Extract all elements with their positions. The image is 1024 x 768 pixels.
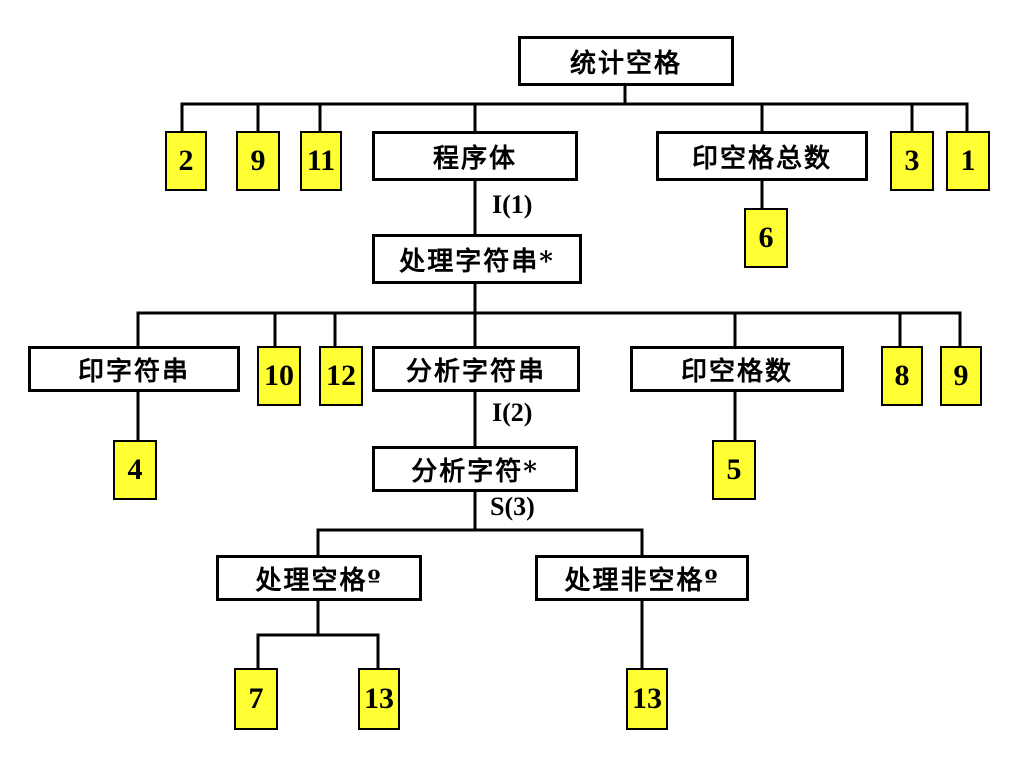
node-print-count: 印空格数: [630, 346, 844, 392]
number-box: 10: [257, 346, 301, 406]
number-box: 5: [712, 440, 756, 500]
number-box: 13: [626, 668, 668, 730]
number-box: 9: [236, 131, 280, 191]
node-process-nonspace: 处理非空格º: [535, 555, 749, 601]
number-box: 11: [300, 131, 342, 191]
number-box: 7: [234, 668, 278, 730]
node-root: 统计空格: [518, 36, 734, 86]
node-process-space: 处理空格º: [216, 555, 422, 601]
node-print-total: 印空格总数: [656, 131, 868, 181]
number-box: 2: [165, 131, 207, 191]
number-box: 1: [946, 131, 990, 191]
number-box: 9: [940, 346, 982, 406]
node-analyze-string: 分析字符串: [372, 346, 580, 392]
number-box: 13: [358, 668, 400, 730]
number-box: 8: [881, 346, 923, 406]
node-analyze-char: 分析字符*: [372, 446, 578, 492]
node-process-string: 处理字符串*: [372, 234, 582, 284]
number-box: 4: [113, 440, 157, 500]
node-program-body: 程序体: [372, 131, 578, 181]
selection-label-3: S(3): [490, 492, 535, 521]
iteration-label-2: I(2): [492, 398, 533, 427]
number-box: 3: [890, 131, 934, 191]
number-box: 12: [319, 346, 363, 406]
number-box: 6: [744, 208, 788, 268]
node-print-string: 印字符串: [28, 346, 240, 392]
iteration-label-1: I(1): [492, 190, 533, 219]
